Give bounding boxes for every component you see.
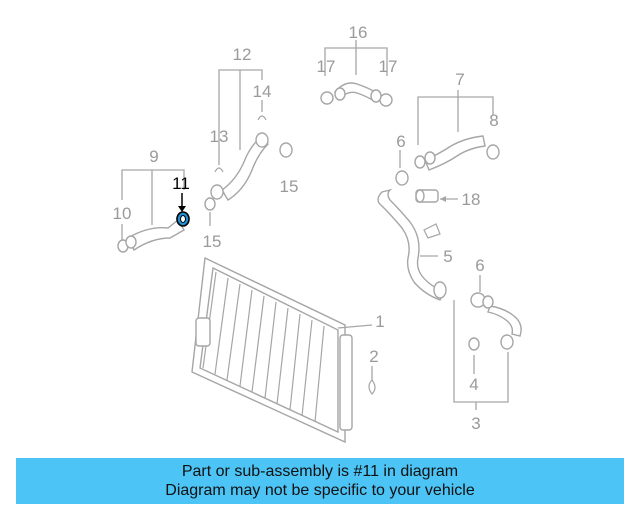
clamp-15-upper <box>279 142 293 158</box>
label-16: 16 <box>349 23 368 42</box>
pipe-5 <box>377 188 447 301</box>
label-18: 18 <box>462 190 481 209</box>
label-15-upper: 15 <box>280 177 299 196</box>
caption-banner: Part or sub-assembly is #11 in diagram D… <box>16 458 624 504</box>
label-13: 13 <box>210 127 229 146</box>
label-6-lower: 6 <box>475 256 484 275</box>
pipe-16 <box>320 82 393 107</box>
intercooler <box>191 256 353 444</box>
label-3: 3 <box>471 414 480 433</box>
label-12: 12 <box>233 45 252 64</box>
sensor-18 <box>415 189 439 203</box>
caption-line-2: Diagram may not be specific to your vehi… <box>165 482 475 499</box>
label-6-upper: 6 <box>396 132 405 151</box>
hose-7 <box>414 135 500 171</box>
label-15-lower: 15 <box>203 232 222 251</box>
label-14: 14 <box>253 82 272 101</box>
label-5: 5 <box>443 247 452 266</box>
label-7: 7 <box>455 70 464 89</box>
hose-3 <box>482 295 522 350</box>
label-1: 1 <box>375 312 384 331</box>
hose-12 <box>204 132 269 211</box>
label-9: 9 <box>149 147 158 166</box>
label-17-left: 17 <box>317 57 336 76</box>
label-2: 2 <box>369 347 378 366</box>
label-10: 10 <box>113 204 132 223</box>
label-17-right: 17 <box>379 57 398 76</box>
parts-diagram: 1 2 9 10 11 12 13 14 15 15 16 17 17 <box>113 23 522 444</box>
label-11: 11 <box>172 174 190 193</box>
caption-line-1: Part or sub-assembly is #11 in diagram <box>181 463 459 480</box>
label-8: 8 <box>489 111 498 130</box>
label-4: 4 <box>469 375 478 394</box>
hose-9 <box>117 218 185 253</box>
